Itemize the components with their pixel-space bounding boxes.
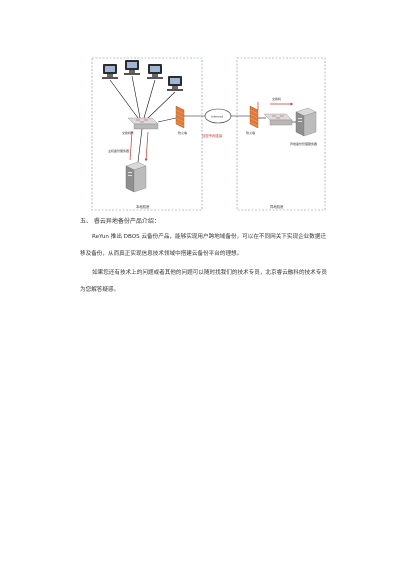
svg-text:异地机房: 异地机房 bbox=[270, 204, 284, 209]
svg-text:Internet: Internet bbox=[211, 115, 224, 119]
right-site-box bbox=[236, 57, 326, 211]
svg-text:交换机: 交换机 bbox=[272, 96, 281, 101]
svg-text:异地备份管理服务器: 异地备份管理服务器 bbox=[290, 141, 317, 146]
svg-text:防火墙: 防火墙 bbox=[246, 130, 255, 135]
pc-icon bbox=[124, 60, 140, 75]
section-title: 五、 睿云异地备份产品介绍： bbox=[80, 218, 160, 225]
firewall-icon bbox=[249, 105, 259, 129]
svg-text:主机备份服务器: 主机备份服务器 bbox=[108, 148, 129, 153]
network-backup-diagram: 交换机 防火墙 Internet 加密专网连接 防火墙 bbox=[80, 52, 330, 220]
pc-icon bbox=[147, 64, 163, 79]
intro-paragraph: ReYun 推出 DBOS 云备份产品，能够实现用户跨地域备份，可以在不同网关下… bbox=[80, 234, 327, 257]
pc-icon bbox=[167, 76, 183, 91]
left-site-box bbox=[91, 57, 203, 211]
right-server-icon bbox=[295, 107, 317, 137]
svg-text:防火墙: 防火墙 bbox=[178, 130, 187, 135]
right-switch-icon bbox=[263, 113, 293, 126]
svg-text:加密专网连接: 加密专网连接 bbox=[202, 133, 223, 138]
svg-text:本地机房: 本地机房 bbox=[136, 204, 150, 209]
left-server-icon bbox=[125, 161, 147, 193]
pc-icon bbox=[102, 64, 118, 79]
left-switch-icon bbox=[127, 117, 159, 130]
svg-text:交换机: 交换机 bbox=[122, 130, 131, 135]
contact-paragraph: 如果您还有技术上的问题或者其他的问题可以随时找我们的技术专员，北京睿云融科的技术… bbox=[80, 270, 327, 293]
firewall-icon bbox=[175, 105, 185, 129]
